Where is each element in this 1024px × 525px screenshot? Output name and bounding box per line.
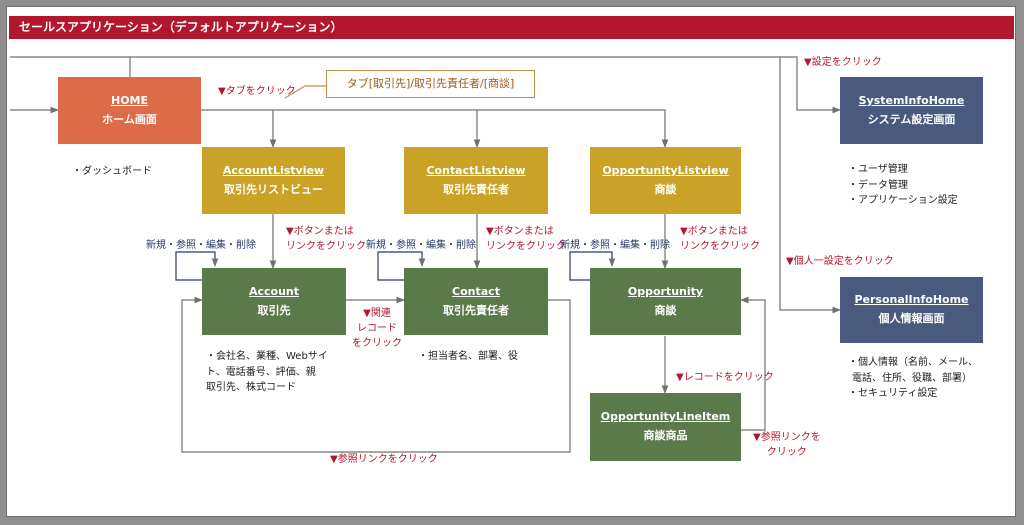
home-note-item: ・ダッシュボード [72,166,152,177]
personal-note-item: ・セキュリティ設定 [848,388,938,399]
contact-note-item: ・担当者名、部署、役 [418,351,518,362]
system-note-item: ・ユーザ管理 [848,164,908,175]
lineitem-back-to-opp [740,296,766,431]
account-ja: 取引先 [257,303,291,317]
account-note-item: 取引先、株式コード [206,382,296,393]
contact-listview-node[interactable]: ContactListview 取引先責任者 [404,147,548,214]
button-link-line1: ▼ボタンまたは [680,226,748,237]
crud-label-opportunity: 新規・参照・編集・削除 [560,240,670,251]
system-info-home-en: SystemInfoHome [858,93,965,107]
related-record-line2: レコード [357,323,397,334]
contact-node[interactable]: Contact 取引先責任者 [404,268,548,335]
tab-click-annotation: ▼タブをクリック [218,86,296,97]
contact-ja: 取引先責任者 [443,303,509,317]
button-link-line1: ▼ボタンまたは [486,226,554,237]
ref-link-right-line2: クリック [766,447,807,458]
button-link-annotation-opportunity: ▼ボタンまたは リンクをクリック [680,224,760,254]
system-info-home-ja: システム設定画面 [867,112,956,126]
account-note-item: ・会社名、業種、Webサイ [206,351,328,362]
settings-click-annotation: ▼設定をクリック [804,57,882,68]
personal-info-home-ja: 個人情報画面 [878,312,945,325]
button-link-line2: リンクをクリック [486,241,566,252]
button-link-line2: リンクをクリック [680,241,760,252]
account-note-item: ト、電話番号、評価、親 [206,366,316,378]
system-note-item: ・データ管理 [848,179,908,191]
system-note-item: ・アプリケーション設定 [848,195,958,206]
title-bar: セールスアプリケーション（デフォルトアプリケーション） [9,16,1014,39]
opportunity-listview-ja: 商談 [654,182,677,196]
contact-en: Contact [452,284,500,298]
account-notes: ・会社名、業種、Webサイ ト、電話番号、評価、親 取引先、株式コード [206,349,328,396]
opportunity-listview-en: OpportunityListview [602,163,729,177]
opportunity-line-item-ja: 商談商品 [643,429,688,442]
personal-notes: ・個人情報（名前、メール、 電話、住所、役職、部署） ・セキュリティ設定 [848,355,978,402]
personal-note-item: 電話、住所、役職、部署） [852,372,972,384]
button-link-annotation-account: ▼ボタンまたは リンクをクリック [286,224,366,254]
crud-loop-opportunity [569,251,616,281]
system-notes: ・ユーザ管理 ・データ管理 ・アプリケーション設定 [848,162,958,209]
home-node[interactable]: HOME ホーム画面 [58,77,201,144]
ref-link-right-line1: ▼参照リンクを [753,432,821,443]
button-link-annotation-contact: ▼ボタンまたは リンクをクリック [486,224,566,254]
contact-listview-en: ContactListview [426,163,526,177]
button-link-line1: ▼ボタンまたは [286,226,354,237]
ref-link-bottom-annotation: ▼参照リンクをクリック [330,454,438,465]
home-out-line [201,109,669,148]
top-bus-line [10,56,841,314]
opportunity-en: Opportunity [627,284,704,298]
account-node[interactable]: Account 取引先 [202,268,346,335]
account-listview-ja: 取引先リストビュー [224,182,323,196]
crud-loop-account [175,251,219,281]
button-link-line2: リンクをクリック [286,241,366,252]
related-record-annotation: ▼関連 レコード をクリック [352,306,402,351]
crud-loop-contact [377,251,426,281]
contact-notes: ・担当者名、部署、役 [418,349,518,365]
personal-settings-click-annotation: ▼個人一設定をクリック [786,256,894,267]
tab-leader-line [284,85,326,99]
opportunity-line-item-en: OpportunityLineItem [600,410,731,424]
crud-label-account: 新規・参照・編集・削除 [146,240,256,251]
record-click-annotation: ▼レコードをクリック [676,372,774,383]
account-listview-en: AccountListview [222,163,325,177]
opportunity-listview-node[interactable]: OpportunityListview 商談 [590,147,741,214]
home-node-en: HOME [110,93,149,107]
ref-link-right-annotation: ▼参照リンクを クリック [753,430,821,460]
tab-label-box: タブ[取引先]/取引先責任者/[商談] [326,70,535,98]
opportunity-node[interactable]: Opportunity 商談 [590,268,741,335]
opportunity-line-item-node[interactable]: OpportunityLineItem 商談商品 [590,393,741,461]
related-record-line1: ▼関連 [363,308,391,319]
system-info-home-node[interactable]: SystemInfoHome システム設定画面 [840,77,983,144]
personal-info-home-node[interactable]: PersonalInfoHome 個人情報画面 [840,277,983,343]
contact-back-to-account [181,296,571,453]
account-listview-node[interactable]: AccountListview 取引先リストビュー [202,147,345,214]
system-branch-line [780,56,841,114]
account-en: Account [248,284,300,298]
crud-label-contact: 新規・参照・編集・削除 [366,240,476,251]
home-node-ja: ホーム画面 [102,112,157,126]
opportunity-ja: 商談 [654,303,677,317]
contact-listview-ja: 取引先責任者 [443,182,509,196]
related-record-line3: をクリック [352,338,402,349]
home-notes: ・ダッシュボード [72,164,152,180]
personal-note-item: ・個人情報（名前、メール、 [848,357,978,368]
personal-info-home-en: PersonalInfoHome [854,293,969,307]
